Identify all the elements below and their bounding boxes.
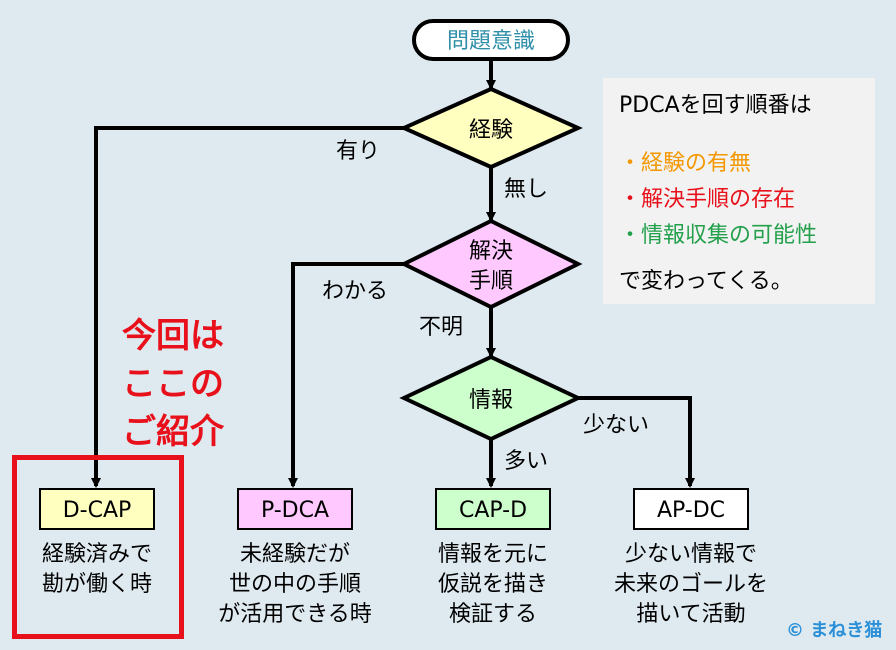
highlight-frame	[12, 455, 184, 639]
outcome-box-apdc	[633, 488, 749, 530]
start-node	[412, 19, 570, 61]
outcome-desc-pdca: 未経験だが 世の中の手順 が活用できる時	[200, 540, 390, 630]
desc-line: 未来のゴールを	[613, 572, 768, 597]
note-item-info: ・情報収集の可能性	[619, 223, 818, 248]
callout-line-2: ここの	[122, 364, 224, 404]
outcome-label-dcap: D-CAP	[63, 498, 132, 523]
edge-label-unknown: 不明	[419, 315, 463, 340]
decision-solution-label-2: 手順	[469, 269, 513, 294]
note-spacer-2	[619, 254, 875, 264]
desc-line: 未経験だが	[239, 542, 350, 567]
callout-line-1: 今回は	[122, 316, 224, 356]
outcome-desc-apdc: 少ない情報で 未来のゴールを 描いて活動	[600, 540, 782, 630]
decision-info-label: 情報	[469, 388, 513, 413]
desc-line: 仮説を描き	[437, 572, 548, 597]
note-title: PDCAを回す順番は	[619, 93, 812, 118]
connectors	[91, 58, 695, 488]
outcome-box-pdca	[237, 488, 353, 530]
desc-line: 世の中の手順	[228, 572, 361, 597]
arrow-info-few	[578, 396, 695, 488]
arrow-solution-known	[288, 262, 404, 488]
start-label: 問題意識	[447, 29, 535, 54]
desc-line: 経験済みで	[41, 542, 152, 567]
edge-label-none: 無し	[504, 177, 548, 202]
note-box: PDCAを回す順番は ・経験の有無 ・解決手順の存在 ・情報収集の可能性 で変わ…	[603, 78, 875, 304]
decision-experience	[399, 86, 583, 170]
edge-label-many: 多い	[504, 449, 548, 474]
desc-line: 描いて活動	[636, 602, 746, 627]
decision-experience-label: 経験	[469, 118, 513, 143]
desc-line: 情報を元に	[437, 542, 548, 567]
outcome-box-dcap	[39, 488, 155, 530]
outcome-box-capd	[435, 488, 551, 530]
note-item-solution: ・解決手順の存在	[619, 187, 796, 212]
decision-solution	[399, 218, 583, 310]
callout-line-3: ご紹介	[122, 412, 224, 452]
outcome-label-apdc: AP-DC	[657, 498, 725, 523]
desc-line: 勘が働く時	[41, 572, 152, 597]
copyright: © まねき猫	[786, 620, 883, 641]
edge-label-known: わかる	[322, 279, 388, 304]
edge-label-yes: 有り	[336, 139, 380, 164]
desc-line: 少ない情報で	[624, 542, 757, 567]
arrow-experience-yes	[91, 126, 404, 488]
decision-solution-label-1: 解決	[469, 239, 513, 264]
outcome-label-pdca: P-DCA	[261, 498, 329, 523]
outcome-label-capd: CAP-D	[459, 498, 527, 523]
desc-line: が活用できる時	[218, 602, 372, 627]
callout-text: 今回は ここの ご紹介	[108, 312, 238, 456]
outcome-desc-dcap: 経験済みで 勘が働く時	[22, 540, 172, 600]
edge-label-few: 少ない	[583, 413, 649, 438]
decision-info	[399, 354, 583, 442]
outcome-desc-capd: 情報を元に 仮説を描き 検証する	[413, 540, 573, 630]
note-footer: で変わってくる。	[619, 269, 793, 294]
note-spacer	[619, 124, 875, 146]
desc-line: 検証する	[448, 602, 537, 627]
note-item-experience: ・経験の有無	[619, 151, 752, 176]
